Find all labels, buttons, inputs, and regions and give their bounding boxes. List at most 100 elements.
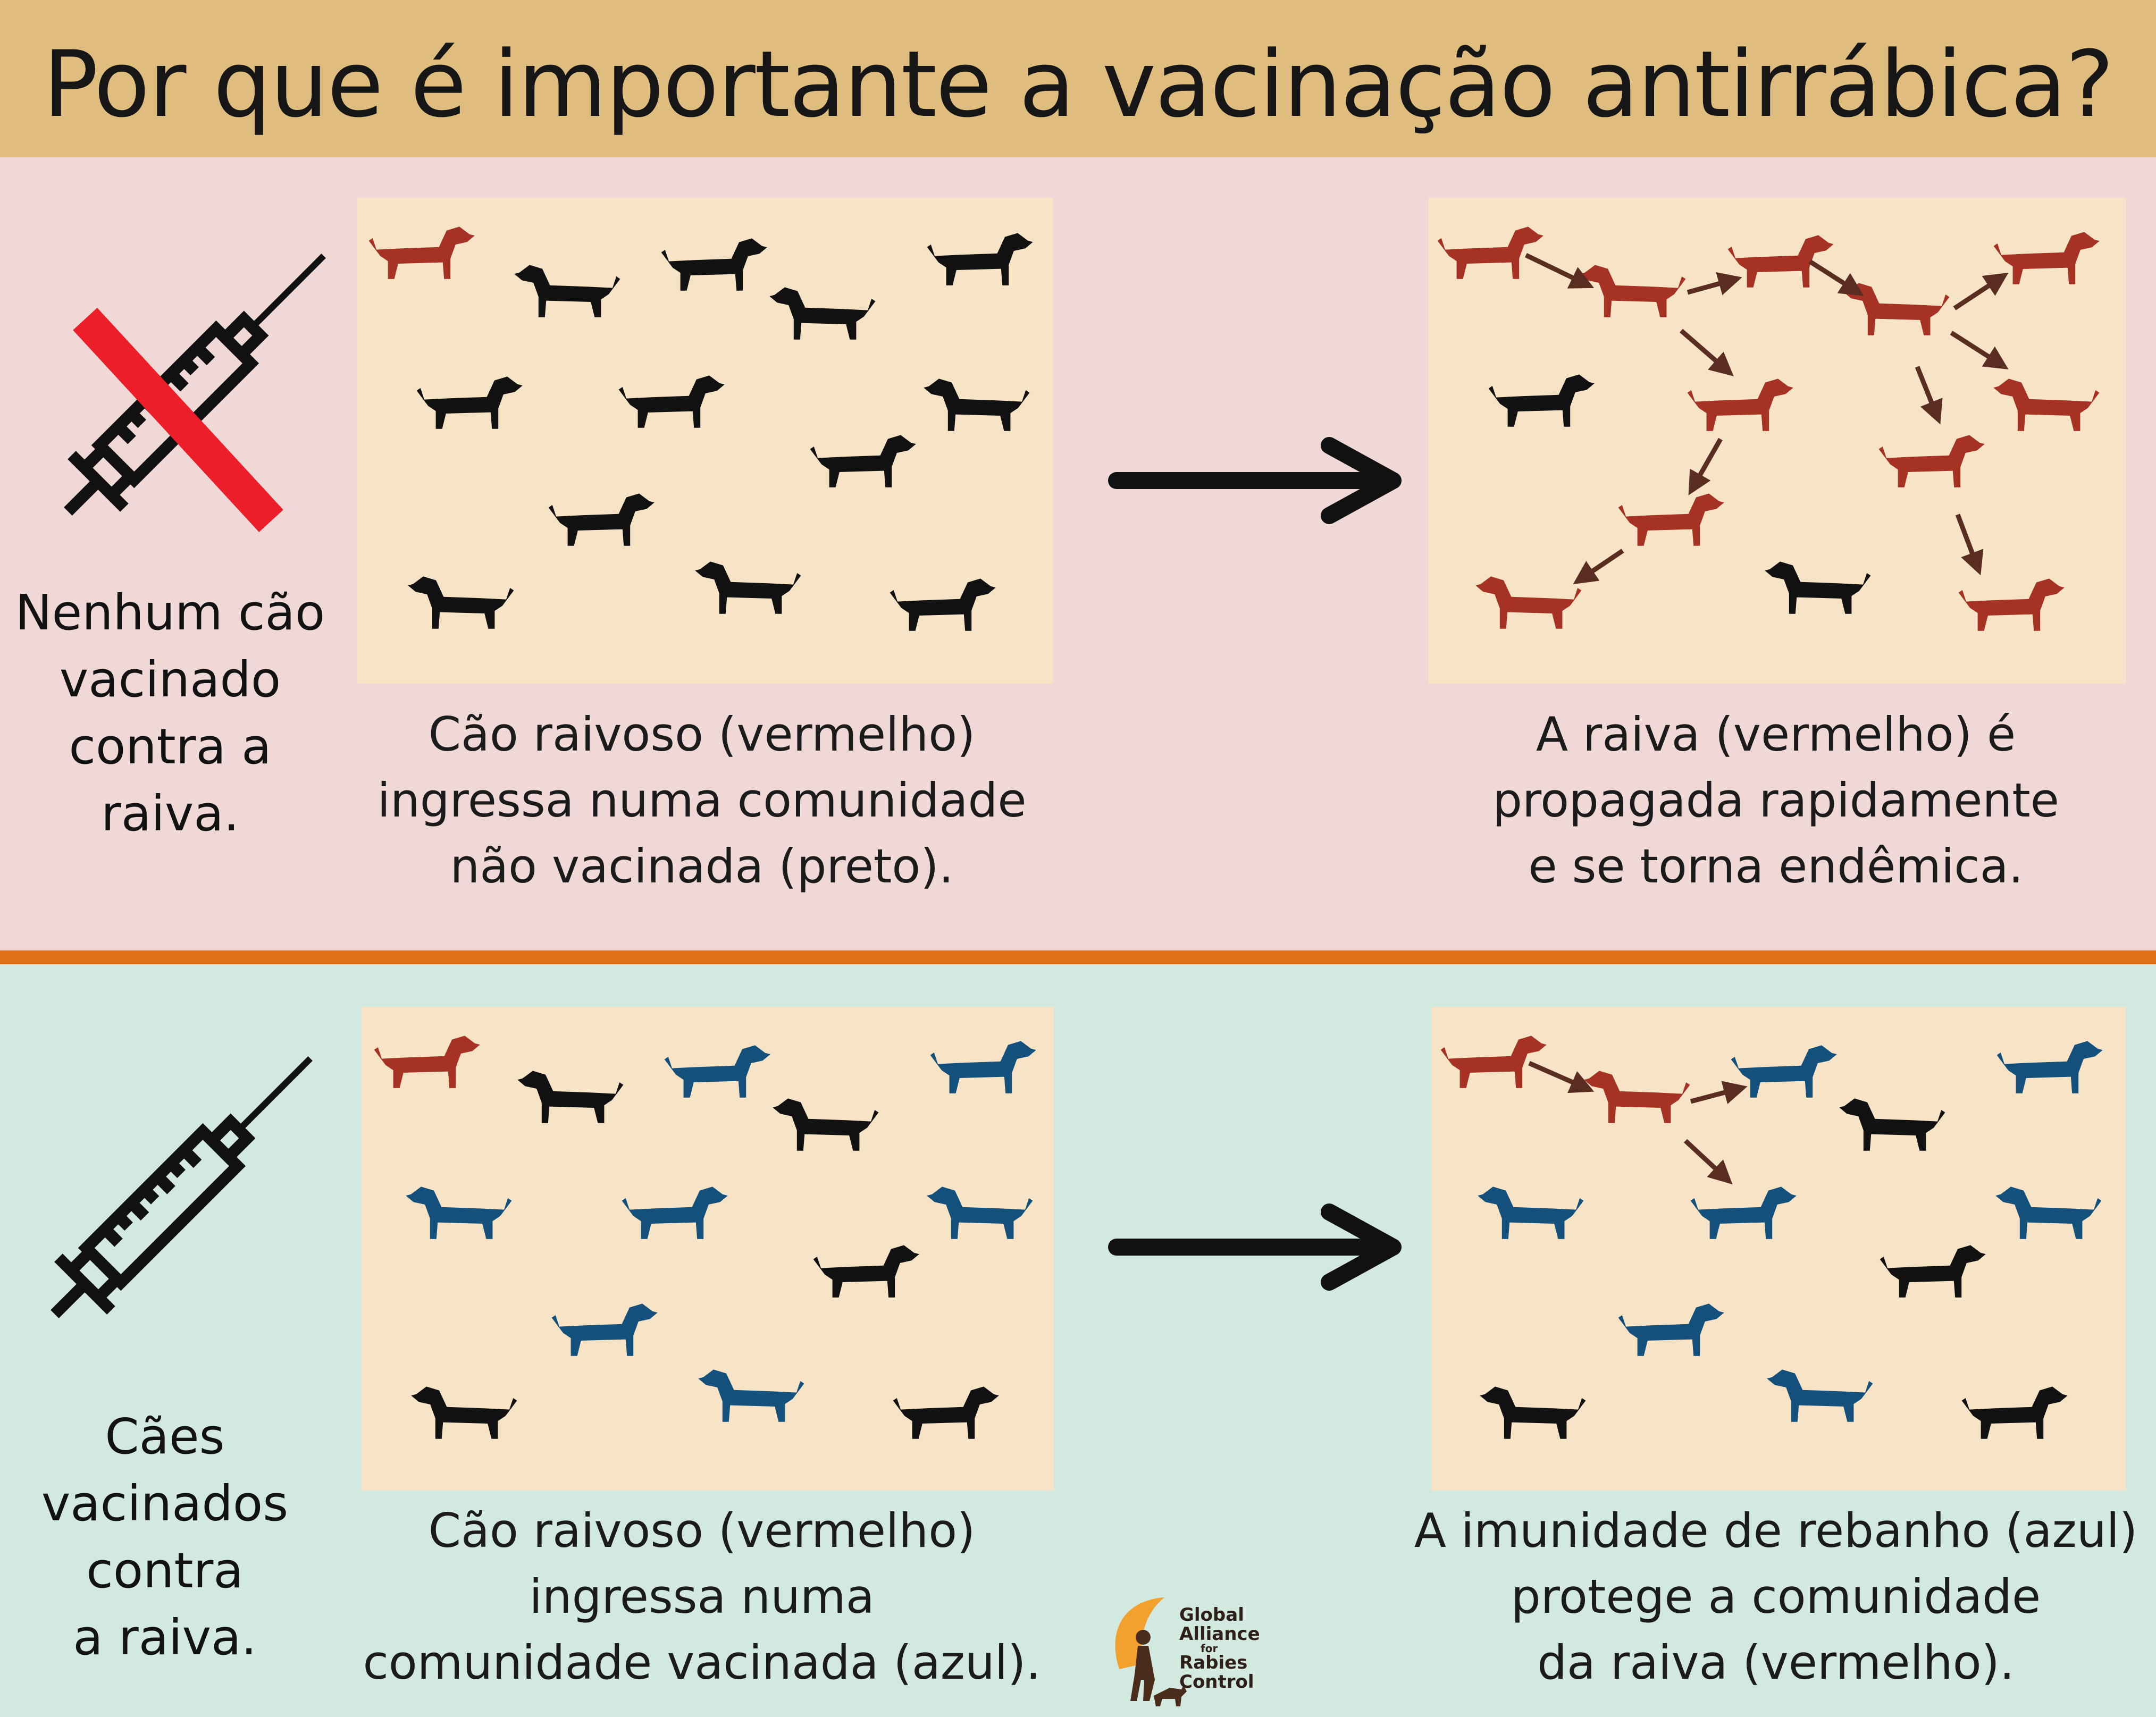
spread-arrow [1687, 272, 1742, 296]
spread-arrow [1915, 366, 1943, 425]
caption-line: protege a comunidade [1511, 1569, 2041, 1624]
label-line: vacinado [59, 651, 281, 708]
dogs-group-top-before [368, 226, 1033, 631]
label-line: raiva. [101, 785, 239, 842]
caption-line: A imunidade de rebanho (azul) [1414, 1503, 2138, 1558]
dog-unvaccinated-icon [517, 1071, 624, 1123]
dog-unvaccinated-icon [924, 378, 1030, 431]
dog-rabid-icon [1843, 283, 1950, 335]
caption-top-before: Cão raivoso (vermelho) ingressa numa com… [330, 702, 1074, 899]
dogs-group-bottom-before [374, 1036, 1036, 1439]
caption-line: A raiva (vermelho) é [1536, 707, 2016, 762]
caption-top-after: A raiva (vermelho) é propagada rapidamen… [1404, 702, 2148, 899]
spread-arrow [1690, 1081, 1748, 1104]
header-banner: Por que é importante a vacinação antirrá… [0, 0, 2156, 157]
dog-unvaccinated-icon [927, 233, 1033, 285]
dog-vaccinated-icon [622, 1186, 728, 1239]
dog-unvaccinated-icon [1480, 1386, 1586, 1439]
dog-vaccinated-icon [551, 1303, 658, 1356]
label-line: contra [86, 1542, 244, 1599]
dog-rabid-icon [1580, 265, 1686, 317]
dog-rabid-icon [1958, 578, 2065, 631]
dog-unvaccinated-icon [411, 1386, 517, 1439]
dog-unvaccinated-icon [548, 493, 655, 546]
page-title: Por que é importante a vacinação antirrá… [43, 31, 2114, 138]
dog-vaccinated-icon [1995, 1186, 2102, 1239]
dog-unvaccinated-icon [810, 435, 916, 487]
dog-unvaccinated-icon [408, 576, 514, 629]
caption-line: propagada rapidamente [1492, 773, 2059, 828]
dog-unvaccinated-icon [514, 265, 620, 317]
dog-unvaccinated-icon [813, 1245, 919, 1298]
logo-line: Alliance [1179, 1623, 1260, 1645]
dog-unvaccinated-icon [773, 1098, 879, 1151]
label-line: Nenhum cão [15, 584, 325, 641]
dog-rabid-icon [1440, 1036, 1547, 1088]
spread-arrow [1808, 259, 1864, 296]
dog-rabid-icon [1993, 378, 2100, 431]
syringe-icon-crossed [64, 254, 326, 533]
dog-unvaccinated-icon [661, 238, 767, 291]
label-line: vacinados [41, 1475, 289, 1532]
dog-unvaccinated-icon [890, 578, 996, 631]
dog-unvaccinated-icon [1488, 374, 1595, 427]
caption-line: Cão raivoso (vermelho) [428, 707, 976, 762]
caption-line: comunidade vacinada (azul). [363, 1635, 1041, 1690]
spread-arrow [1683, 1139, 1733, 1185]
label-line: a raiva. [73, 1609, 257, 1666]
dogs-group-bottom-after [1440, 1036, 2103, 1439]
dog-unvaccinated-icon [1880, 1245, 1986, 1298]
dog-unvaccinated-icon [893, 1386, 999, 1439]
garc-logo-icon [1115, 1597, 1187, 1706]
spread-arrow [1680, 329, 1734, 376]
syringe-icon [51, 1056, 313, 1318]
caption-line: Cão raivoso (vermelho) [428, 1503, 976, 1558]
label-line: contra a [69, 718, 272, 775]
dog-rabid-icon [1584, 1071, 1690, 1123]
dogs-group-top-after [1437, 226, 2100, 631]
dog-unvaccinated-icon [618, 375, 725, 428]
dog-vaccinated-icon [1731, 1045, 1837, 1098]
big-arrow-top [1108, 437, 1402, 524]
dog-unvaccinated-icon [416, 376, 523, 429]
caption-line: não vacinada (preto). [450, 839, 954, 894]
spread-arrow [1953, 273, 2009, 310]
dog-rabid-icon [368, 226, 475, 279]
label-line: Cães [105, 1408, 225, 1465]
spread-arrow [1950, 331, 2009, 369]
dog-vaccinated-icon [1767, 1369, 1873, 1422]
spread-arrow [1525, 252, 1595, 289]
spread-arrow [1688, 437, 1723, 495]
dog-rabid-icon [1878, 435, 1985, 487]
caption-line: e se torna endêmica. [1528, 839, 2024, 894]
dog-vaccinated-icon [1618, 1303, 1724, 1356]
section-divider [0, 950, 2156, 964]
dog-vaccinated-icon [930, 1041, 1036, 1093]
dog-unvaccinated-icon [1839, 1098, 1945, 1151]
caption-line: da raiva (vermelho). [1537, 1635, 2015, 1690]
dog-rabid-icon [374, 1036, 480, 1088]
logo-line: Control [1179, 1671, 1254, 1693]
dog-rabid-icon [1475, 576, 1582, 629]
caption-line: ingressa numa [529, 1569, 875, 1624]
logo-line: Global [1179, 1604, 1244, 1626]
dog-vaccinated-icon [1996, 1041, 2103, 1093]
dog-unvaccinated-icon [769, 287, 876, 340]
label-no-vaccination: Nenhum cão vacinado contra a raiva. [0, 579, 340, 847]
dog-unvaccinated-icon [1765, 561, 1871, 614]
spread-arrow [1573, 549, 1624, 585]
dog-vaccinated-icon [406, 1186, 512, 1239]
dog-vaccinated-icon [664, 1045, 770, 1098]
dog-unvaccinated-icon [1961, 1386, 2068, 1439]
dog-vaccinated-icon [698, 1369, 804, 1422]
dog-rabid-icon [1993, 232, 2100, 284]
caption-bottom-before: Cão raivoso (vermelho) ingressa numa com… [330, 1498, 1074, 1696]
dog-unvaccinated-icon [695, 561, 801, 614]
dog-vaccinated-icon [1690, 1186, 1797, 1239]
caption-line: ingressa numa comunidade [377, 773, 1027, 828]
dog-rabid-icon [1618, 493, 1724, 546]
big-arrow-bottom [1108, 1203, 1402, 1291]
logo-line: Rabies [1179, 1652, 1248, 1673]
dog-rabid-icon [1687, 378, 1793, 431]
